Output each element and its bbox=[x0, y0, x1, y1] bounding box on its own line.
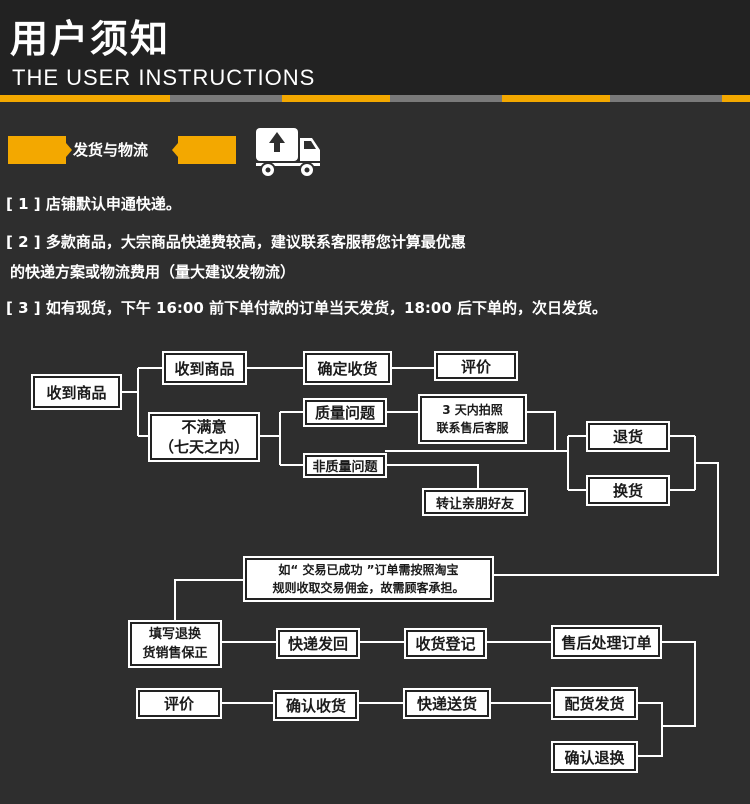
unsatisfied-line-2: （七天之内） bbox=[158, 438, 249, 456]
box-fill-return-form: 填写退换 货销售保正 bbox=[128, 620, 222, 668]
box-receipt-register: 收货登记 bbox=[404, 628, 487, 659]
note-3: [ 3 ] 如有现货，下午 16:00 前下单付款的订单当天发货，18:00 后… bbox=[6, 299, 607, 317]
box-confirm-receipt: 确定收货 bbox=[303, 351, 392, 385]
fill-form-line-1: 填写退换 bbox=[148, 627, 201, 642]
box-exchange-goods: 换货 bbox=[586, 475, 670, 506]
header-stripe-gray-2 bbox=[390, 95, 502, 102]
box-confirm-exchange: 确认退换 bbox=[551, 741, 638, 773]
box-received-goods-ok: 收到商品 bbox=[162, 351, 247, 385]
header-stripe-yellow-2 bbox=[282, 95, 390, 102]
box-commission-notice: 如“ 交易已成功 ”订单需按照淘宝 规则收取交易佣金，故需顾客承担。 bbox=[243, 556, 494, 602]
fill-form-line-2: 货销售保正 bbox=[142, 646, 208, 661]
commission-line-2: 规则收取交易佣金，故需顾客承担。 bbox=[272, 581, 465, 595]
header-stripe-gray-3 bbox=[610, 95, 722, 102]
box-non-quality-issue: 非质量问题 bbox=[303, 453, 387, 478]
box-express-back: 快递发回 bbox=[276, 628, 360, 659]
header-stripe-yellow-3 bbox=[502, 95, 610, 102]
section-heading: 发货与物流 bbox=[8, 134, 238, 166]
page-header: 用户须知 THE USER INSTRUCTIONS bbox=[0, 0, 750, 100]
box-gift-friend: 转让亲朋好友 bbox=[422, 488, 528, 516]
box-express-delivery: 快递送货 bbox=[403, 688, 491, 719]
box-unsatisfied: 不满意 （七天之内） bbox=[148, 412, 260, 462]
unsatisfied-line-1: 不满意 bbox=[181, 418, 227, 436]
page-title: 用户须知 bbox=[10, 17, 171, 61]
section-label: 发货与物流 bbox=[73, 141, 149, 159]
note-2-line-2: 的快递方案或物流费用（量大建议发物流） bbox=[10, 263, 296, 281]
box-dispatch: 配货发货 bbox=[551, 687, 638, 720]
section-bar-right bbox=[178, 136, 236, 164]
commission-line-1: 如“ 交易已成功 ”订单需按照淘宝 bbox=[278, 563, 459, 577]
note-1: [ 1 ] 店铺默认申通快递。 bbox=[6, 195, 181, 213]
header-stripe-yellow-1 bbox=[0, 95, 170, 102]
box-review-2: 评价 bbox=[136, 688, 222, 719]
photo-line-2: 联系售后客服 bbox=[436, 421, 509, 435]
header-stripe-gray-1 bbox=[170, 95, 282, 102]
delivery-truck-icon bbox=[256, 128, 320, 178]
header-stripe-yellow-4 bbox=[722, 95, 750, 102]
page-subtitle: THE USER INSTRUCTIONS bbox=[12, 65, 316, 90]
photo-line-1: 3 天内拍照 bbox=[442, 403, 503, 417]
note-2-line-1: [ 2 ] 多款商品，大宗商品快递费较高，建议联系客服帮您计算最优惠 bbox=[6, 233, 466, 251]
box-return-goods: 退货 bbox=[586, 421, 670, 452]
box-quality-issue: 质量问题 bbox=[303, 398, 387, 427]
box-photo-contact-service: 3 天内拍照 联系售后客服 bbox=[418, 394, 527, 444]
box-confirm-receipt-2: 确认收货 bbox=[273, 690, 359, 721]
section-arrow-left-icon bbox=[172, 143, 178, 157]
section-bar-left bbox=[8, 136, 66, 164]
box-after-sales-order: 售后处理订单 bbox=[551, 625, 662, 659]
box-received-goods: 收到商品 bbox=[31, 374, 122, 410]
section-arrow-right-icon bbox=[66, 143, 72, 157]
box-review: 评价 bbox=[434, 351, 518, 381]
